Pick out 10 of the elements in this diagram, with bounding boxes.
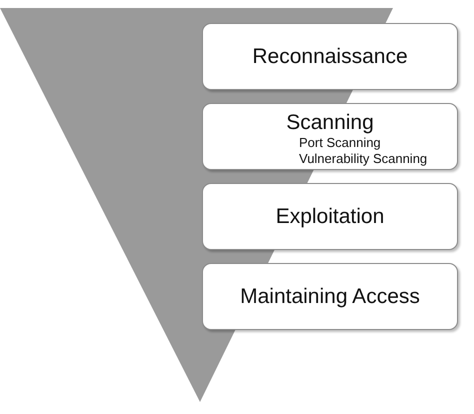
stage-title: Reconnaissance [252, 44, 408, 68]
sub-step-text: Vulnerability Scanning [299, 150, 428, 166]
stage-box [202, 183, 458, 250]
sub-step-text: Port Scanning [299, 134, 381, 150]
stage-title: Exploitation [276, 204, 384, 228]
stage-title: Maintaining Access [240, 284, 420, 308]
stage-box [202, 263, 458, 330]
stage-title: Scanning [286, 110, 374, 134]
stage-box [202, 103, 458, 170]
stage-box [202, 23, 458, 90]
